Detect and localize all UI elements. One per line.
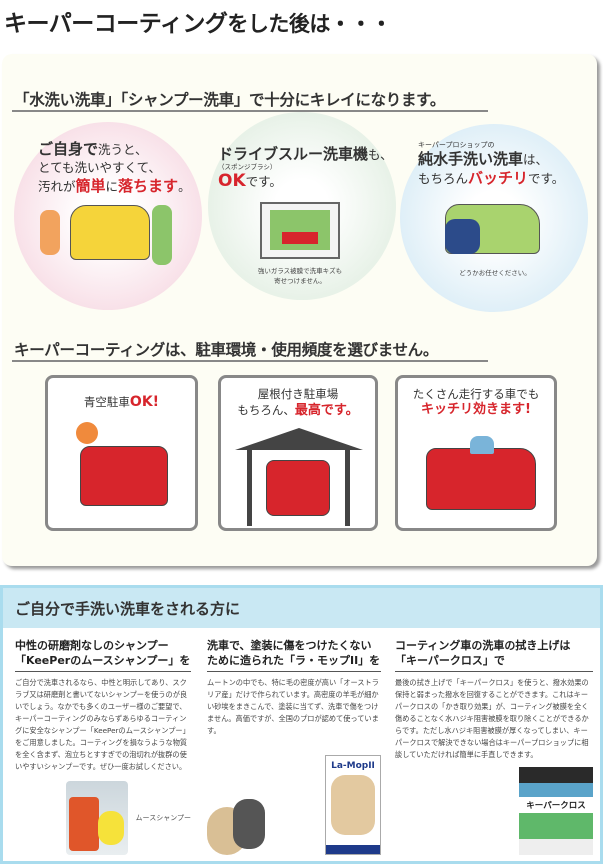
driving-car-illustration	[426, 448, 536, 510]
carport-pillar	[345, 450, 350, 526]
shampoo-product-image	[65, 781, 128, 855]
section-band	[3, 588, 600, 628]
cloth-heading: コーティング車の洗車の拭き上げは「キーパークロス」で	[395, 638, 593, 672]
shampoo-body: ご自分で洗車されるなら、中性と明示してあり、スクラブ又は研磨剤と書いてないシャン…	[15, 678, 190, 771]
worker-illustration	[445, 219, 480, 254]
lamop-images: La-MopII	[207, 751, 381, 855]
carport-pillar	[247, 450, 252, 526]
sun-illustration	[76, 422, 98, 444]
lamop-mitt-image	[207, 799, 277, 855]
pro-shop-text: キーパープロショップの 純水手洗い洗車は、 もちろんバッチリです。	[418, 141, 565, 187]
pro-shop-caption: どうかお任せください。	[459, 269, 531, 277]
lamop-heading: 洗車で、塗装に傷をつけたくないために造られた「ラ・モップII」を	[207, 638, 381, 672]
red-car-illustration	[266, 460, 330, 516]
man-illustration	[152, 205, 172, 265]
shampoo-images: ムースシャンプー	[15, 777, 191, 855]
divider	[12, 110, 488, 112]
shampoo-column: 中性の研磨剤なしのシャンプー「KeePerのムースシャンプー」を ご自分で洗車さ…	[15, 638, 191, 855]
self-wash-text: ご自身で洗うと、 とても洗いやすくて、 汚れが簡単に落ちます。	[38, 140, 191, 195]
section2-heading: キーパーコーティングは、駐車環境・使用頻度を選びません。	[14, 341, 439, 359]
hand-wash-section: ご自分で手洗い洗車をされる方に 中性の研磨剤なしのシャンプー「KeePerのムー…	[0, 585, 603, 864]
car-wash-machine-illustration	[260, 202, 340, 259]
red-car-illustration	[80, 446, 168, 506]
keeper-cloth-package-image: キーパークロス	[519, 767, 593, 855]
divider	[12, 360, 488, 362]
hand-wash-title: ご自分で手洗い洗車をされる方に	[15, 600, 241, 618]
high-mileage-card: たくさん走行する車でもキッチリ効きます!	[395, 375, 557, 531]
covered-parking-card: 屋根付き駐車場もちろん、最高です。	[218, 375, 378, 531]
driver-illustration	[470, 436, 494, 454]
child-illustration	[40, 210, 60, 255]
shampoo-product-label: ムースシャンプー	[135, 814, 191, 822]
drive-through-caption: 強いガラス被膜で洗車キズも寄せつけません。	[257, 267, 343, 285]
cloth-column: コーティング車の洗車の拭き上げは「キーパークロス」で 最後の拭き上げで「キーパー…	[395, 638, 593, 855]
lamop-body: ムートンの中でも、特に毛の密度が高い「オーストラリア産」だけで作られています。高…	[207, 678, 379, 735]
carport-roof-illustration	[235, 428, 363, 450]
page-title: キーパーコーティングをした後は・・・	[4, 11, 392, 37]
section1-heading: 「水洗い洗車」「シャンプー洗車」で十分にキレイになります。	[14, 91, 446, 109]
cloth-body: 最後の拭き上げで「キーパークロス」を使うと、撥水効果の保持と弱まった撥水を回復す…	[395, 678, 589, 759]
cloth-images: キーパークロス	[395, 763, 593, 855]
shampoo-heading: 中性の研磨剤なしのシャンプー「KeePerのムースシャンプー」を	[15, 638, 191, 672]
outdoor-parking-card: 青空駐車OK!	[45, 375, 198, 531]
lamop-package-image: La-MopII	[325, 755, 381, 855]
yellow-car-illustration	[70, 205, 150, 260]
lamop-column: 洗車で、塗装に傷をつけたくないために造られた「ラ・モップII」を ムートンの中で…	[207, 638, 381, 855]
drive-through-text: ドライブスルー洗車機も、 （スポンジブラシ） OKです。	[218, 145, 393, 191]
